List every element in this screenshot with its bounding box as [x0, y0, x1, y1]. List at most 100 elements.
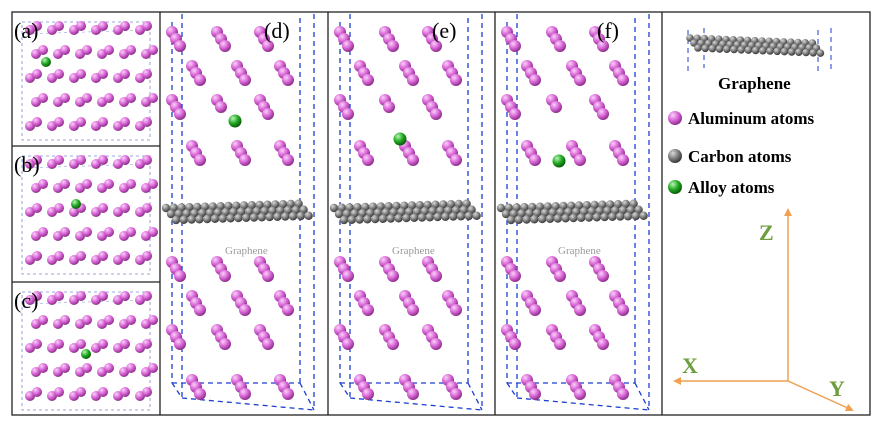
carbon-atom: [286, 199, 295, 209]
carbon-atom: [598, 200, 607, 209]
cell-boundary: [634, 382, 650, 411]
carbon-atom: [329, 203, 339, 213]
aluminum-atom: [554, 338, 566, 350]
aluminum-atom: [174, 270, 186, 282]
aluminum-atom: [54, 291, 64, 301]
aluminum-atom: [574, 388, 586, 400]
carbon-atom: [347, 215, 356, 224]
aluminum-atom: [126, 45, 136, 55]
aluminum-atom: [574, 304, 586, 316]
side-view-cell: [496, 14, 650, 411]
carbon-atom: [294, 199, 303, 208]
carbon-atom: [281, 212, 290, 221]
cell-boundary: [349, 397, 483, 411]
carbon-atom: [730, 45, 738, 54]
aluminum-atom: [282, 304, 294, 316]
carbon-atom: [535, 202, 545, 211]
aluminum-atom: [98, 117, 108, 127]
aluminum-atom: [362, 304, 374, 316]
carbon-atom: [533, 208, 542, 218]
carbon-atom: [759, 46, 767, 55]
carbon-atom: [410, 213, 419, 222]
aluminum-atom: [430, 270, 442, 282]
carbon-atom: [506, 215, 516, 225]
aluminum-atom: [98, 251, 108, 261]
aluminum-atom: [529, 154, 541, 166]
aluminum-atom: [142, 21, 152, 31]
aluminum-atom: [120, 291, 130, 301]
cell-boundary: [516, 397, 650, 411]
aluminum-atom: [54, 339, 64, 349]
aluminum-atom: [120, 339, 130, 349]
carbon-atom: [556, 208, 565, 217]
carbon-atom: [439, 200, 448, 209]
carbon-atom: [433, 212, 442, 222]
carbon-atom: [386, 214, 395, 223]
carbon-atom: [582, 201, 591, 210]
panel-label-e: (e): [432, 18, 456, 43]
aluminum-atom: [554, 40, 566, 52]
carbon-atom: [590, 200, 599, 210]
carbon-atom: [618, 206, 628, 215]
aluminum-atom: [194, 154, 206, 166]
carbon-atom: [371, 214, 380, 224]
aluminum-atom: [509, 338, 521, 350]
carbon-atom: [737, 46, 745, 54]
carbon-atom: [504, 203, 513, 212]
carbon-atom: [694, 44, 702, 52]
legend-alloy-label: Alloy atoms: [688, 178, 775, 197]
aluminum-atom: [32, 117, 42, 127]
aluminum-atom: [54, 155, 64, 165]
carbon-atom: [530, 215, 539, 224]
alloy-atom: [81, 349, 91, 359]
carbon-atom: [242, 213, 251, 222]
aluminum-atom: [126, 179, 136, 189]
carbon-atom: [182, 209, 191, 218]
aluminum-atom: [174, 40, 186, 52]
carbon-atom: [407, 201, 417, 210]
carbon-atom: [444, 206, 453, 215]
aluminum-atom: [617, 304, 629, 316]
aluminum-atom: [387, 338, 399, 350]
cell-boundary: [181, 397, 315, 411]
aluminum-atom: [76, 69, 86, 79]
cell-boundary: [339, 382, 351, 399]
carbon-atom: [247, 201, 256, 210]
carbon-atom: [276, 206, 285, 215]
legend-aluminum-label: Aluminum atoms: [688, 109, 814, 128]
aluminum-atom: [82, 315, 92, 325]
aluminum-atom: [142, 291, 152, 301]
aluminum-atom: [430, 338, 442, 350]
carbon-atom: [161, 203, 171, 213]
aluminum-atom: [32, 21, 42, 31]
x-axis-label: X: [682, 353, 698, 378]
aluminum-atom: [104, 93, 114, 103]
panel-label-a: (a): [14, 18, 38, 43]
carbon-atom: [551, 202, 560, 211]
carbon-atom: [239, 201, 249, 210]
aluminum-atom: [597, 338, 609, 350]
legend-carbon-label: Carbon atoms: [688, 147, 792, 166]
carbon-atom: [283, 206, 293, 215]
carbon-atom: [304, 211, 313, 220]
aluminum-atom: [104, 315, 114, 325]
aluminum-atom: [126, 315, 136, 325]
aluminum-atom: [148, 45, 158, 55]
aluminum-atom: [529, 74, 541, 86]
carbon-atom: [723, 45, 731, 53]
carbon-atom: [205, 208, 215, 217]
aluminum-atom: [120, 203, 130, 213]
aluminum-atom: [597, 108, 609, 120]
graphene-label-e: Graphene: [392, 245, 435, 257]
aluminum-atom: [509, 40, 521, 52]
aluminum-atom: [38, 93, 48, 103]
carbon-atom: [355, 215, 364, 224]
carbon-atom: [631, 211, 640, 221]
carbon-atom: [613, 200, 623, 209]
carbon-atom: [384, 202, 393, 211]
aluminum-atom: [617, 74, 629, 86]
carbon-atom: [273, 212, 282, 221]
cell-boundary: [21, 299, 151, 305]
carbon-atom: [701, 44, 709, 53]
carbon-atom: [425, 213, 434, 222]
